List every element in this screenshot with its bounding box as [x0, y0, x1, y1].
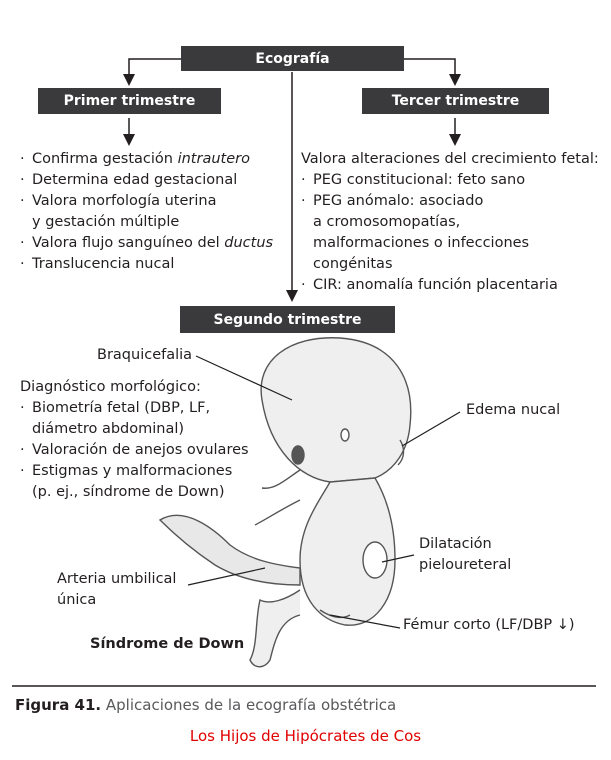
edema-label: Edema nucal: [466, 402, 561, 418]
list-item: Confirma gestación intrautero: [20, 149, 273, 170]
figure-caption: Figura 41. Aplicaciones de la ecografía …: [15, 696, 396, 714]
figure-caption-text: Aplicaciones de la ecografía obstétrica: [101, 696, 397, 714]
third-trimester-list: Valora alteraciones del crecimiento feta…: [301, 149, 599, 296]
list-item: Valoración de anejos ovulares: [20, 440, 249, 461]
pointer-dilatation: [381, 554, 415, 563]
ecografia-title: Ecografía: [255, 50, 330, 67]
pointer-edema: [401, 411, 461, 447]
pointer-brachy: [195, 355, 293, 401]
down-label: Síndrome de Down: [90, 636, 245, 652]
credit-text: Los Hijos de Hipócrates de Cos: [189, 727, 422, 745]
list-item: CIR: anomalía función placentaria: [301, 275, 599, 296]
connector-to-first: [123, 58, 181, 86]
third-trimester-intro: Valora alteraciones del crecimiento feta…: [301, 151, 599, 167]
second-trimester-header: Segundo trimestre: [180, 306, 395, 333]
pointer-artery: [187, 567, 266, 586]
third-trimester-title: Tercer trimestre: [391, 93, 520, 109]
brachy-label: Braquicefalia: [97, 347, 193, 363]
list-item: Valora flujo sanguíneo del ductus: [20, 233, 273, 254]
pointer-femur: [329, 614, 401, 629]
list-item: Estigmas y malformaciones(p. ej., síndro…: [20, 461, 249, 503]
femur-label: Fémur corto (LF/DBP ↓): [403, 617, 575, 633]
morpho-title: Diagnóstico morfológico:: [20, 379, 201, 395]
dilatation-label-2: pieloureteral: [419, 557, 512, 573]
ecografia-header: Ecografía: [181, 46, 404, 71]
artery-label-2: única: [57, 592, 97, 608]
first-trimester-list: Confirma gestación intrautero Determina …: [20, 149, 273, 275]
dilatation-label-1: Dilatación: [419, 536, 492, 552]
first-trimester-title: Primer trimestre: [63, 93, 196, 109]
connector-to-third: [404, 58, 461, 86]
second-trimester-title: Segundo trimestre: [213, 311, 362, 328]
fetus-illustration: [158, 337, 412, 668]
list-item: Determina edad gestacional: [20, 170, 273, 191]
artery-label-1: Arteria umbilical: [57, 571, 177, 587]
third-trimester-header: Tercer trimestre: [362, 88, 549, 114]
figure-label: Figura 41.: [15, 696, 102, 714]
list-item: PEG constitucional: feto sano: [301, 170, 599, 191]
first-trimester-header: Primer trimestre: [38, 88, 221, 114]
list-item: Translucencia nucal: [20, 254, 273, 275]
morpho-block: Diagnóstico morfológico: Biometría fetal…: [20, 377, 249, 503]
list-item: Biometría fetal (DBP, LF,diámetro abdomi…: [20, 398, 249, 440]
